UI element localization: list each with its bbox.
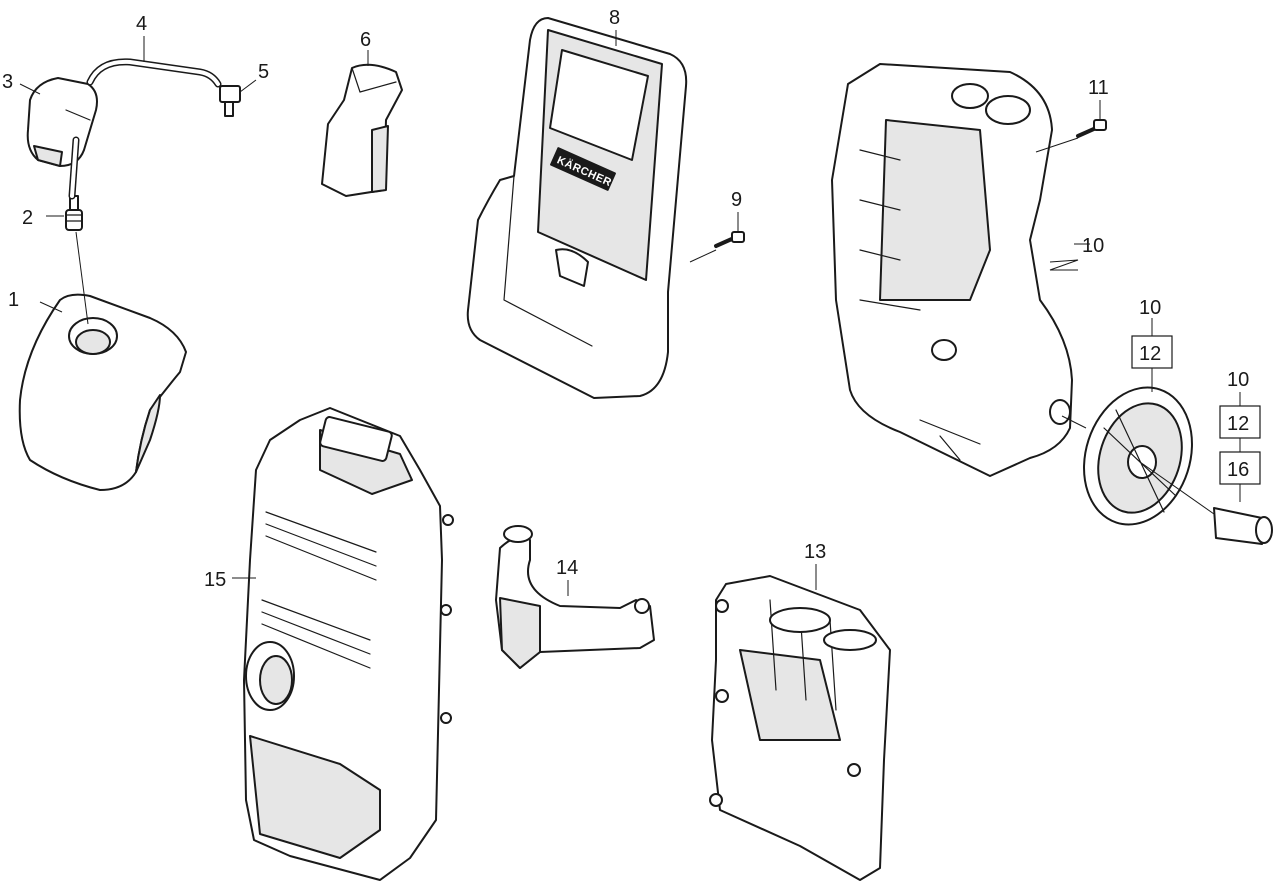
callout-6: 6	[360, 29, 371, 51]
callout-2: 2	[22, 207, 33, 229]
part-1-detergent-tank	[18, 293, 187, 491]
callout-12b: 12	[1227, 413, 1249, 435]
callout-15: 15	[204, 569, 226, 591]
leader-5	[239, 79, 257, 93]
part-13-inner-frame	[709, 575, 891, 881]
leader-3	[19, 83, 41, 95]
callout-10a: 10	[1082, 235, 1104, 257]
leader-1	[39, 301, 63, 313]
leader-2-to-tank	[75, 231, 89, 325]
callout-1: 1	[8, 289, 19, 311]
part-4-hose	[68, 58, 222, 200]
callout-box-12a	[1131, 335, 1173, 369]
leader-10a-mark	[1049, 259, 1079, 271]
leader-11-to-chassis	[1035, 137, 1079, 153]
part-5-clip	[219, 85, 241, 117]
callout-11: 11	[1088, 77, 1109, 99]
callout-8: 8	[609, 7, 620, 29]
callout-16: 16	[1227, 459, 1249, 481]
callout-10b: 10	[1139, 297, 1161, 319]
part-12-wheel	[1083, 386, 1193, 526]
leader-9-to-frame	[689, 249, 717, 263]
callout-10c: 10	[1227, 369, 1249, 391]
part-9-screw	[714, 231, 745, 248]
part-15-front-cover	[243, 407, 454, 881]
part-6-hose-guide	[321, 63, 403, 197]
part-16-axle	[1213, 507, 1273, 545]
callout-box-12b	[1219, 405, 1261, 439]
callout-13: 13	[804, 541, 826, 563]
part-8-rear-holder: KÄRCHER	[466, 17, 688, 399]
callout-5: 5	[258, 61, 269, 83]
callout-12a: 12	[1139, 343, 1161, 365]
chassis-housing	[831, 63, 1073, 477]
callout-box-16	[1219, 451, 1261, 485]
leader-wheel-to-chassis	[1061, 415, 1087, 429]
part-14-hose-bracket	[495, 525, 655, 669]
leader-axle-to-wheel	[1139, 461, 1215, 515]
leader-lines	[19, 30, 1241, 596]
callout-9: 9	[731, 189, 742, 211]
part-2-connector	[65, 195, 83, 231]
part-3-handle	[26, 77, 98, 167]
callout-3: 3	[2, 71, 13, 93]
part-11-screw	[1076, 119, 1107, 138]
callout-14: 14	[556, 557, 578, 579]
callout-4: 4	[136, 13, 147, 35]
